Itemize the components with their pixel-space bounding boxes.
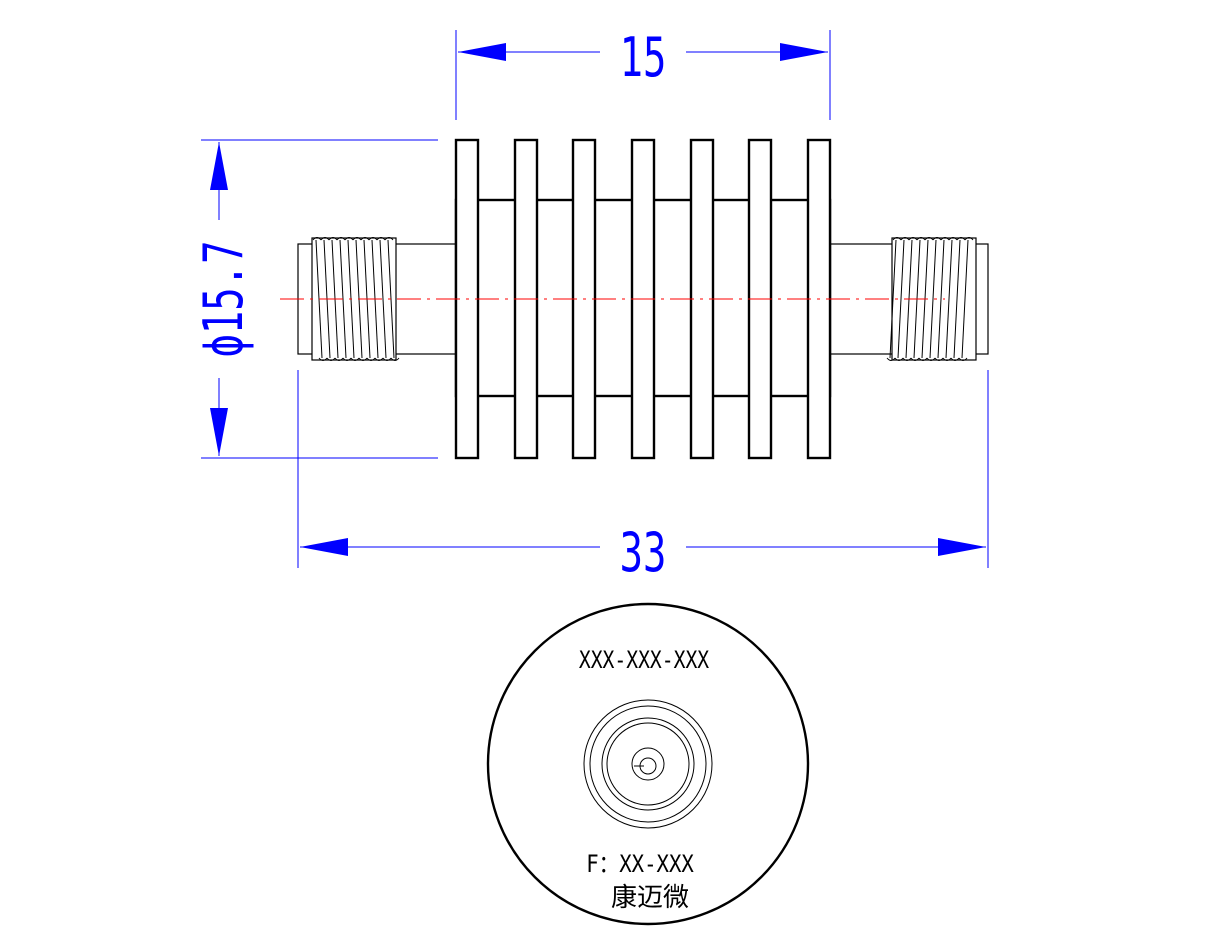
dimension-overall-length: 33 bbox=[297, 370, 989, 585]
dimension-fin-span: 15 bbox=[455, 27, 831, 120]
thread-crest bbox=[368, 237, 378, 241]
connector-ring-2 bbox=[589, 705, 707, 823]
thread-line bbox=[937, 239, 945, 359]
thread-crest bbox=[894, 357, 904, 361]
thread-line bbox=[953, 239, 961, 359]
thread-line bbox=[961, 239, 969, 359]
thread-crest bbox=[908, 237, 918, 241]
thread-crest bbox=[956, 237, 966, 241]
thread-crest bbox=[326, 357, 336, 361]
thread-crest bbox=[352, 237, 362, 241]
thread-crest bbox=[350, 357, 360, 361]
thread-crest bbox=[948, 237, 958, 241]
thread-crest bbox=[918, 357, 928, 361]
side-view bbox=[280, 138, 989, 460]
thread-crest bbox=[902, 357, 912, 361]
thread-crest bbox=[384, 237, 394, 241]
thread-crest bbox=[336, 237, 346, 241]
thread-crest bbox=[942, 357, 952, 361]
thread-crest bbox=[360, 237, 370, 241]
thread-line bbox=[889, 239, 897, 359]
dimension-text-33: 33 bbox=[620, 522, 667, 585]
connector-ring-4 bbox=[606, 722, 690, 806]
thread-crest bbox=[886, 357, 896, 361]
thread-crest bbox=[892, 237, 902, 241]
thread-crest bbox=[312, 237, 322, 241]
frequency-label: F：XX-XXX bbox=[586, 851, 694, 879]
thread-line bbox=[897, 239, 905, 359]
thread-crest bbox=[932, 237, 942, 241]
thread-crest bbox=[940, 237, 950, 241]
thread-crest bbox=[334, 357, 344, 361]
thread-crest bbox=[344, 237, 354, 241]
thread-crest bbox=[916, 237, 926, 241]
thread-line bbox=[929, 239, 937, 359]
dimension-diameter: ϕ15.7 bbox=[193, 139, 438, 459]
thread-crest bbox=[910, 357, 920, 361]
thread-crest bbox=[376, 237, 386, 241]
dimension-text-15: 15 bbox=[620, 27, 667, 90]
thread-crest bbox=[926, 357, 936, 361]
thread-crest bbox=[950, 357, 960, 361]
thread-crest bbox=[320, 237, 330, 241]
end-view-outline bbox=[486, 602, 810, 926]
part-number: XXX-XXX-XXX bbox=[579, 647, 709, 674]
thread-crest bbox=[390, 357, 400, 361]
thread-crest bbox=[900, 237, 910, 241]
dimension-text-diameter: ϕ15.7 bbox=[193, 240, 256, 357]
connector-face bbox=[583, 699, 713, 829]
thread-crest bbox=[964, 237, 974, 241]
thread-crest bbox=[934, 357, 944, 361]
thread-crest bbox=[366, 357, 376, 361]
thread-crest bbox=[924, 237, 934, 241]
connector-ring-3 bbox=[601, 717, 695, 811]
end-view: XXX-XXX-XXX F：XX-XXX 康迈微 bbox=[486, 602, 810, 926]
thread-crest bbox=[358, 357, 368, 361]
thread-crest bbox=[342, 357, 352, 361]
thread-crest bbox=[382, 357, 392, 361]
thread-line bbox=[945, 239, 953, 359]
connector-ring-outer bbox=[583, 699, 713, 829]
dimensions: 15 ϕ15.7 33 bbox=[193, 27, 989, 585]
thread-crest bbox=[374, 357, 384, 361]
thread-crest bbox=[328, 237, 338, 241]
thread-line bbox=[379, 239, 387, 359]
connector-ring-dielectric bbox=[631, 747, 665, 781]
thread-crest bbox=[318, 357, 328, 361]
brand-name: 康迈微 bbox=[611, 883, 689, 913]
thread-crest bbox=[958, 357, 968, 361]
